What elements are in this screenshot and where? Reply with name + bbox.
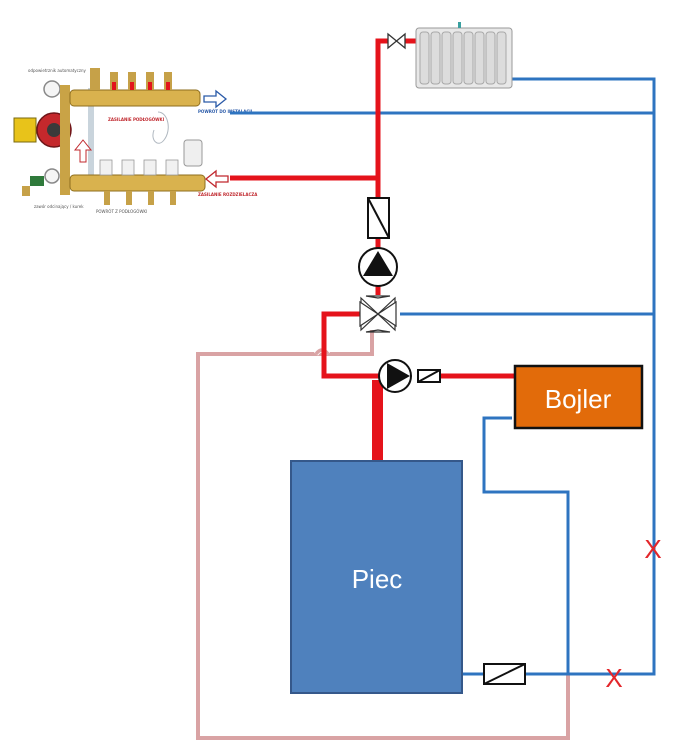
return-arrow-icon [203, 89, 228, 109]
auto-vent-label: odpowietrznik automatyczny [28, 68, 86, 73]
supply-arrow-icon [204, 169, 229, 189]
furnace-label: Piec [352, 564, 403, 594]
thermometer-icon [43, 80, 61, 98]
furnace-riser-pipe [372, 380, 383, 462]
manifold-bottom-bar [69, 174, 206, 192]
boiler-pump-icon [378, 359, 412, 393]
radiator-icon [415, 22, 513, 89]
x-mark-upper: X [644, 534, 661, 564]
bypass-pipe [196, 330, 570, 740]
check-valve-icon [367, 197, 390, 239]
return-floor-label: POWRÓT Z PODŁOGÓWKI [96, 209, 147, 214]
mixing-valve-icon [359, 295, 397, 333]
manifold-illustration: odpowietrznik automatyczny POWRÓT DO INS… [13, 68, 258, 214]
boiler-check-valve-icon [417, 369, 441, 383]
thermostatic-head-icon [183, 139, 203, 167]
boiler-box [513, 364, 644, 430]
return-check-valve-icon [483, 663, 526, 685]
x-mark-lower: X [605, 663, 622, 693]
pressure-gauge-icon [44, 168, 60, 184]
internal-up-arrow-icon [73, 139, 93, 163]
radiator-valve-icon [387, 32, 406, 50]
supply-floor-label: ZASILANIE PODŁOGÓWKI [108, 117, 165, 122]
return-to-install-label: POWRÓT DO INSTALACJI [198, 109, 253, 114]
manifold-top-bar [69, 89, 201, 107]
furnace-box [290, 460, 463, 694]
circulation-pump-icon [358, 247, 398, 287]
supply-distributor-label: ZASILANIE ROZDZIELACZA [198, 192, 258, 197]
return-pipes [230, 77, 656, 676]
valve-drain-label: zawór odcinający / kurek [34, 204, 84, 209]
boiler-label: Bojler [545, 384, 612, 414]
manifold-pump-icon [13, 117, 37, 143]
